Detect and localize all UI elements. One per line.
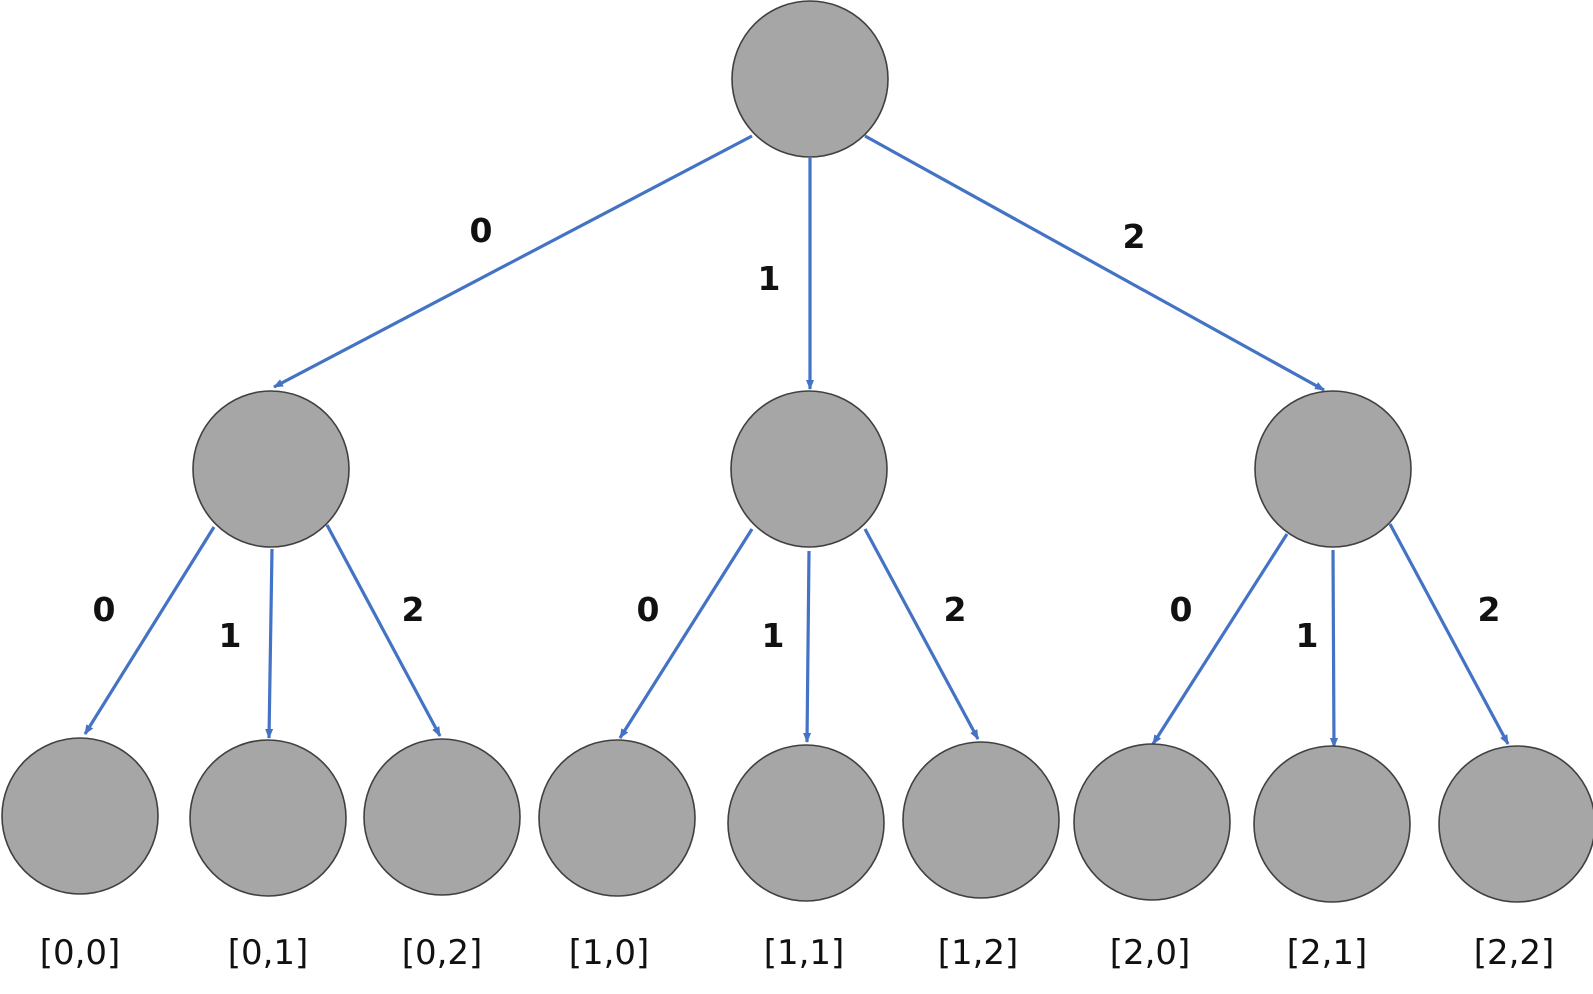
edge-branch-2-to-leaf-2 <box>1388 523 1510 745</box>
edge-label-1-1: 1 <box>762 616 785 655</box>
root-node <box>731 0 889 158</box>
leaf-label-0-0: [0,0] <box>40 933 121 973</box>
leaf-node-1-2 <box>902 741 1060 899</box>
edge-branch-2-to-leaf-1 <box>1329 549 1338 748</box>
leaf-label-0-1: [0,1] <box>228 933 309 973</box>
branch-node-2 <box>1254 390 1412 548</box>
edge-label-1-2: 2 <box>944 590 967 629</box>
edge-branch-0-to-leaf-1 <box>265 548 274 739</box>
leaf-node-1-1 <box>727 744 885 902</box>
leaf-label-1-2: [1,2] <box>938 933 1019 973</box>
leaf-label-2-2: [2,2] <box>1474 933 1555 973</box>
branch-node-1 <box>730 390 888 548</box>
edge-label-0-2: 2 <box>402 590 425 629</box>
edge-label-2-0: 0 <box>1170 590 1193 629</box>
branch-node-0 <box>192 390 350 548</box>
edge-label-branch-2: 2 <box>1123 217 1146 256</box>
edge-label-branch-1: 1 <box>758 259 781 298</box>
edge-branch-0-to-leaf-2 <box>325 524 442 737</box>
edge-label-2-1: 1 <box>1296 616 1319 655</box>
edge-label-0-1: 1 <box>219 616 242 655</box>
leaf-node-0-1 <box>189 739 347 897</box>
leaf-label-2-1: [2,1] <box>1287 933 1368 973</box>
leaf-node-2-0 <box>1073 743 1231 901</box>
leaf-label-1-1: [1,1] <box>764 933 845 973</box>
edge-branch-0-to-leaf-0 <box>83 526 216 735</box>
edge-label-2-2: 2 <box>1478 590 1501 629</box>
leaf-node-2-2 <box>1438 745 1593 903</box>
edge-label-0-0: 0 <box>93 590 116 629</box>
edge-root-to-branch-2 <box>864 134 1325 392</box>
leaf-node-2-1 <box>1253 745 1411 903</box>
leaf-label-0-2: [0,2] <box>402 933 483 973</box>
edge-label-1-0: 0 <box>637 590 660 629</box>
edge-branch-1-to-leaf-0 <box>618 528 754 739</box>
edge-branch-1-to-leaf-1 <box>803 550 812 743</box>
edge-root-to-branch-0 <box>273 134 753 389</box>
leaf-label-1-0: [1,0] <box>569 933 650 973</box>
leaf-node-0-2 <box>363 738 521 896</box>
edge-branch-2-to-leaf-0 <box>1151 533 1289 745</box>
leaf-node-1-0 <box>538 739 696 897</box>
edge-label-branch-0: 0 <box>470 211 493 250</box>
leaf-node-0-0 <box>1 737 159 895</box>
edge-branch-1-to-leaf-2 <box>863 528 980 740</box>
leaf-label-2-0: [2,0] <box>1110 933 1191 973</box>
